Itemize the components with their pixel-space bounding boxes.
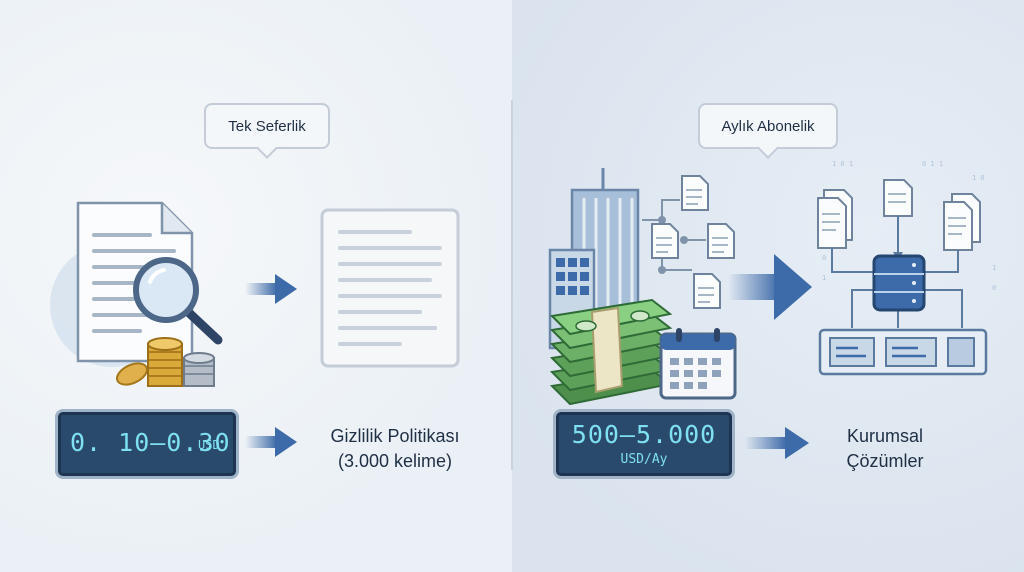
calendar-icon <box>659 328 737 400</box>
subscription-bubble: Aylık Abonelik <box>698 103 838 149</box>
document-network-icon <box>642 175 735 309</box>
database-icon: 1 0 1 0 1 1 1 0 0 1 1 0 <box>817 160 996 328</box>
one-time-caption-line2: (3.000 kelime) <box>337 451 453 471</box>
subscription-price-unit: USD/Ay <box>620 452 668 467</box>
one-time-bottom-arrow <box>245 427 297 457</box>
svg-text:1 0 1: 1 0 1 <box>832 160 853 168</box>
svg-text:1: 1 <box>992 264 996 272</box>
one-time-caption-line1: Gizlilik Politikası <box>330 426 460 446</box>
subscription-price-display: 500–5.000 USD/Ay <box>553 409 735 479</box>
one-time-bubble-label: Tek Seferlik <box>228 117 306 135</box>
one-time-top-arrow <box>245 274 297 304</box>
money-stack-icon <box>549 298 673 406</box>
svg-text:1 0: 1 0 <box>972 174 985 182</box>
one-time-price-display: 0. 10–0.30 USD <box>55 409 239 479</box>
subscription-top-arrow <box>728 254 812 320</box>
one-time-price-value: 0. 10–0.30 <box>70 428 231 457</box>
svg-text:0: 0 <box>992 284 996 292</box>
panel-divider <box>511 100 513 470</box>
svg-text:0 1 1: 0 1 1 <box>922 160 943 168</box>
magnifier-icon <box>133 257 223 345</box>
svg-text:0: 0 <box>822 254 826 262</box>
one-time-bubble: Tek Seferlik <box>204 103 330 149</box>
blank-document-icon <box>320 208 460 368</box>
subscription-bubble-label: Aylık Abonelik <box>721 117 815 135</box>
subscription-caption-line2: Çözümler <box>846 451 924 471</box>
subscription-caption: Kurumsal Çözümler <box>820 424 950 474</box>
svg-text:1: 1 <box>822 274 826 282</box>
one-time-caption: Gizlilik Politikası (3.000 kelime) <box>300 424 490 474</box>
subscription-price-value: 500–5.000 <box>571 420 717 449</box>
coins-icon <box>116 337 215 387</box>
subscription-caption-line1: Kurumsal <box>846 426 924 446</box>
one-time-price-unit: USD <box>198 438 220 452</box>
subscription-bottom-arrow <box>745 427 809 459</box>
dashboard-icon <box>818 328 988 376</box>
